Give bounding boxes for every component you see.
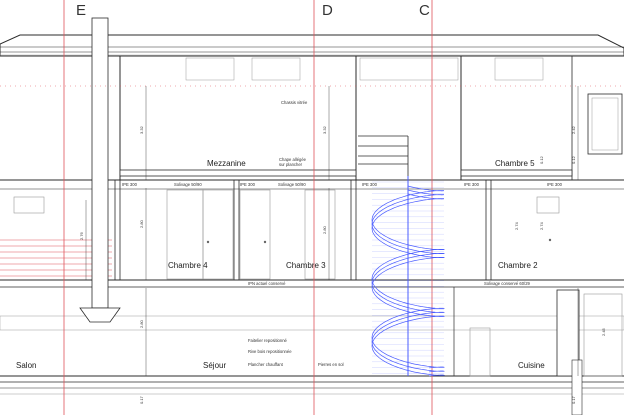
room-label-cuisine: Cuisine [518,361,545,370]
room-label-mezzanine: Mezzanine [207,159,246,168]
dim-10: 2.45 [601,327,606,336]
note-solivage-a: Solivage 50/90 [174,182,202,187]
room-label-chambre2: Chambre 2 [498,261,538,270]
spiral-staircase [371,176,445,377]
dim-8: 2.74 [514,221,519,230]
note-ipe300-a: IPE 300 [122,182,138,187]
dim-6: 2.80 [322,225,327,234]
dimension-annotations: 3.32 3.32 2.42 2.76 2.80 2.80 2.74 2.74 … [79,86,606,404]
note-chassis: Chassis vitrée [281,100,308,105]
dim-7: 2.74 [539,221,544,230]
stair-rail [371,185,445,369]
dim-9: 2.80 [139,319,144,328]
stair-rail [371,189,445,373]
dim-11: 0.17 [139,395,144,404]
dim-13: 0.12 [539,155,544,164]
dim-1: 3.32 [139,125,144,134]
room-label-chambre3: Chambre 3 [286,261,326,270]
dim-12: 0.17 [571,395,576,404]
axis-label-d: D [322,2,333,19]
note-ipe300-e: IPE 300 [547,182,563,187]
dim-4: 2.76 [79,231,84,240]
note-ipe300-b: IPE 300 [240,182,256,187]
room-label-sejour: Séjour [203,361,226,370]
technical-notes: Chassis vitrée Chape allégée sur planche… [122,100,563,367]
axis-labels: E D C [76,2,430,19]
room-label-chambre5: Chambre 5 [495,159,535,168]
dim-2: 3.32 [322,125,327,134]
axis-label-e: E [76,2,86,19]
dim-5: 2.80 [139,219,144,228]
note-solivage-conserve: Solivage conservé 60/29 [484,281,531,286]
stair-rail [371,193,445,377]
note-pierres: Pierres en sol [318,362,344,367]
room-labels: Mezzanine Chambre 5 Chambre 4 Chambre 3 … [16,159,545,370]
note-rive-bois: Rive bois repositionnée [248,349,292,354]
attic-level [119,56,623,180]
note-chape-line2: sur plancher [279,162,303,167]
room-label-chambre4: Chambre 4 [168,261,208,270]
note-faitelier: Faitelier repositionné [248,338,288,343]
note-plancher-chauffant: Plancher chauffant [248,362,284,367]
note-ipe300-d: IPE 300 [464,182,480,187]
note-chape-line1: Chape allégée [279,157,307,162]
axis-label-c: C [419,2,430,19]
note-ipn-actuel: IPN actuel conservé [248,281,286,286]
note-solivage-b: Solivage 50/90 [278,182,306,187]
note-ipe300-c: IPE 300 [362,182,378,187]
ground-floor [0,17,624,415]
room-label-salon: Salon [16,361,36,370]
dim-14: 0.12 [571,155,576,164]
dim-3: 2.42 [571,125,576,134]
